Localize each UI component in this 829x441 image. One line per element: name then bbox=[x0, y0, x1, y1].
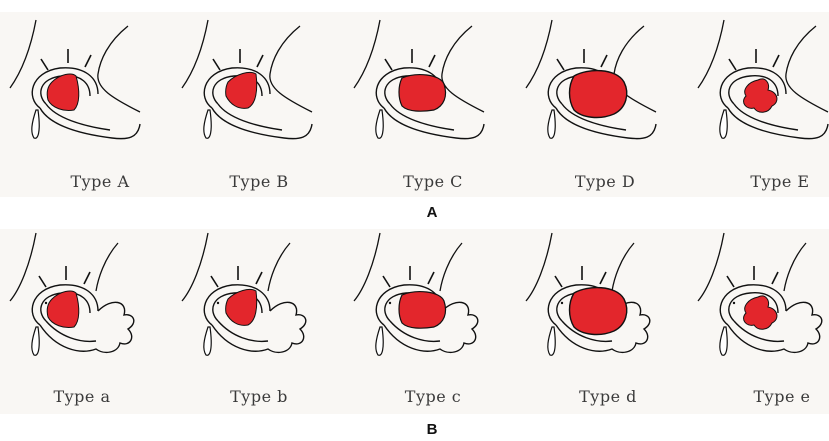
diagram-type-c bbox=[354, 20, 484, 139]
lesion bbox=[47, 291, 79, 328]
lesion bbox=[399, 75, 446, 112]
lesion bbox=[744, 79, 777, 112]
type-label-c-lower: Type c bbox=[368, 387, 498, 406]
panel-row-b: Type a Type b Type c Type d Type e bbox=[0, 229, 829, 414]
right-curve bbox=[98, 26, 140, 112]
spike-1 bbox=[41, 59, 48, 70]
row-letter-b: B bbox=[412, 421, 452, 438]
outer-curve bbox=[10, 20, 36, 88]
type-label-d-lower: Type d bbox=[543, 387, 673, 406]
diagram-type-a-lower bbox=[10, 233, 134, 355]
diagram-type-b bbox=[182, 20, 312, 139]
type-label-e: Type E bbox=[715, 172, 829, 191]
lesion bbox=[399, 292, 446, 329]
lesion bbox=[744, 296, 777, 329]
type-label-b-lower: Type b bbox=[194, 387, 324, 406]
lesion bbox=[570, 288, 627, 335]
diagram-type-c-lower bbox=[354, 233, 478, 355]
lesion bbox=[226, 72, 257, 108]
diagram-type-d-lower bbox=[526, 233, 650, 355]
type-label-d: Type D bbox=[540, 172, 670, 191]
diagram-type-d bbox=[526, 20, 656, 139]
spike-3 bbox=[85, 55, 91, 67]
type-label-b: Type B bbox=[194, 172, 324, 191]
panel-row-a: Type A Type B Type C Type D Type E bbox=[0, 12, 829, 197]
row-a-diagrams bbox=[0, 12, 829, 197]
diagram-type-b-lower bbox=[182, 233, 306, 355]
lesion bbox=[570, 71, 627, 118]
diagram-type-e bbox=[698, 20, 828, 139]
diagram-type-a bbox=[10, 20, 140, 139]
lesion bbox=[226, 289, 257, 325]
type-label-a-lower: Type a bbox=[17, 387, 147, 406]
row-letter-a: A bbox=[412, 204, 452, 221]
type-label-a: Type A bbox=[35, 172, 165, 191]
type-label-e-lower: Type e bbox=[717, 387, 829, 406]
drop-shape bbox=[32, 110, 39, 138]
lesion bbox=[47, 74, 79, 111]
type-label-c: Type C bbox=[368, 172, 498, 191]
diagram-type-e-lower bbox=[698, 233, 822, 355]
